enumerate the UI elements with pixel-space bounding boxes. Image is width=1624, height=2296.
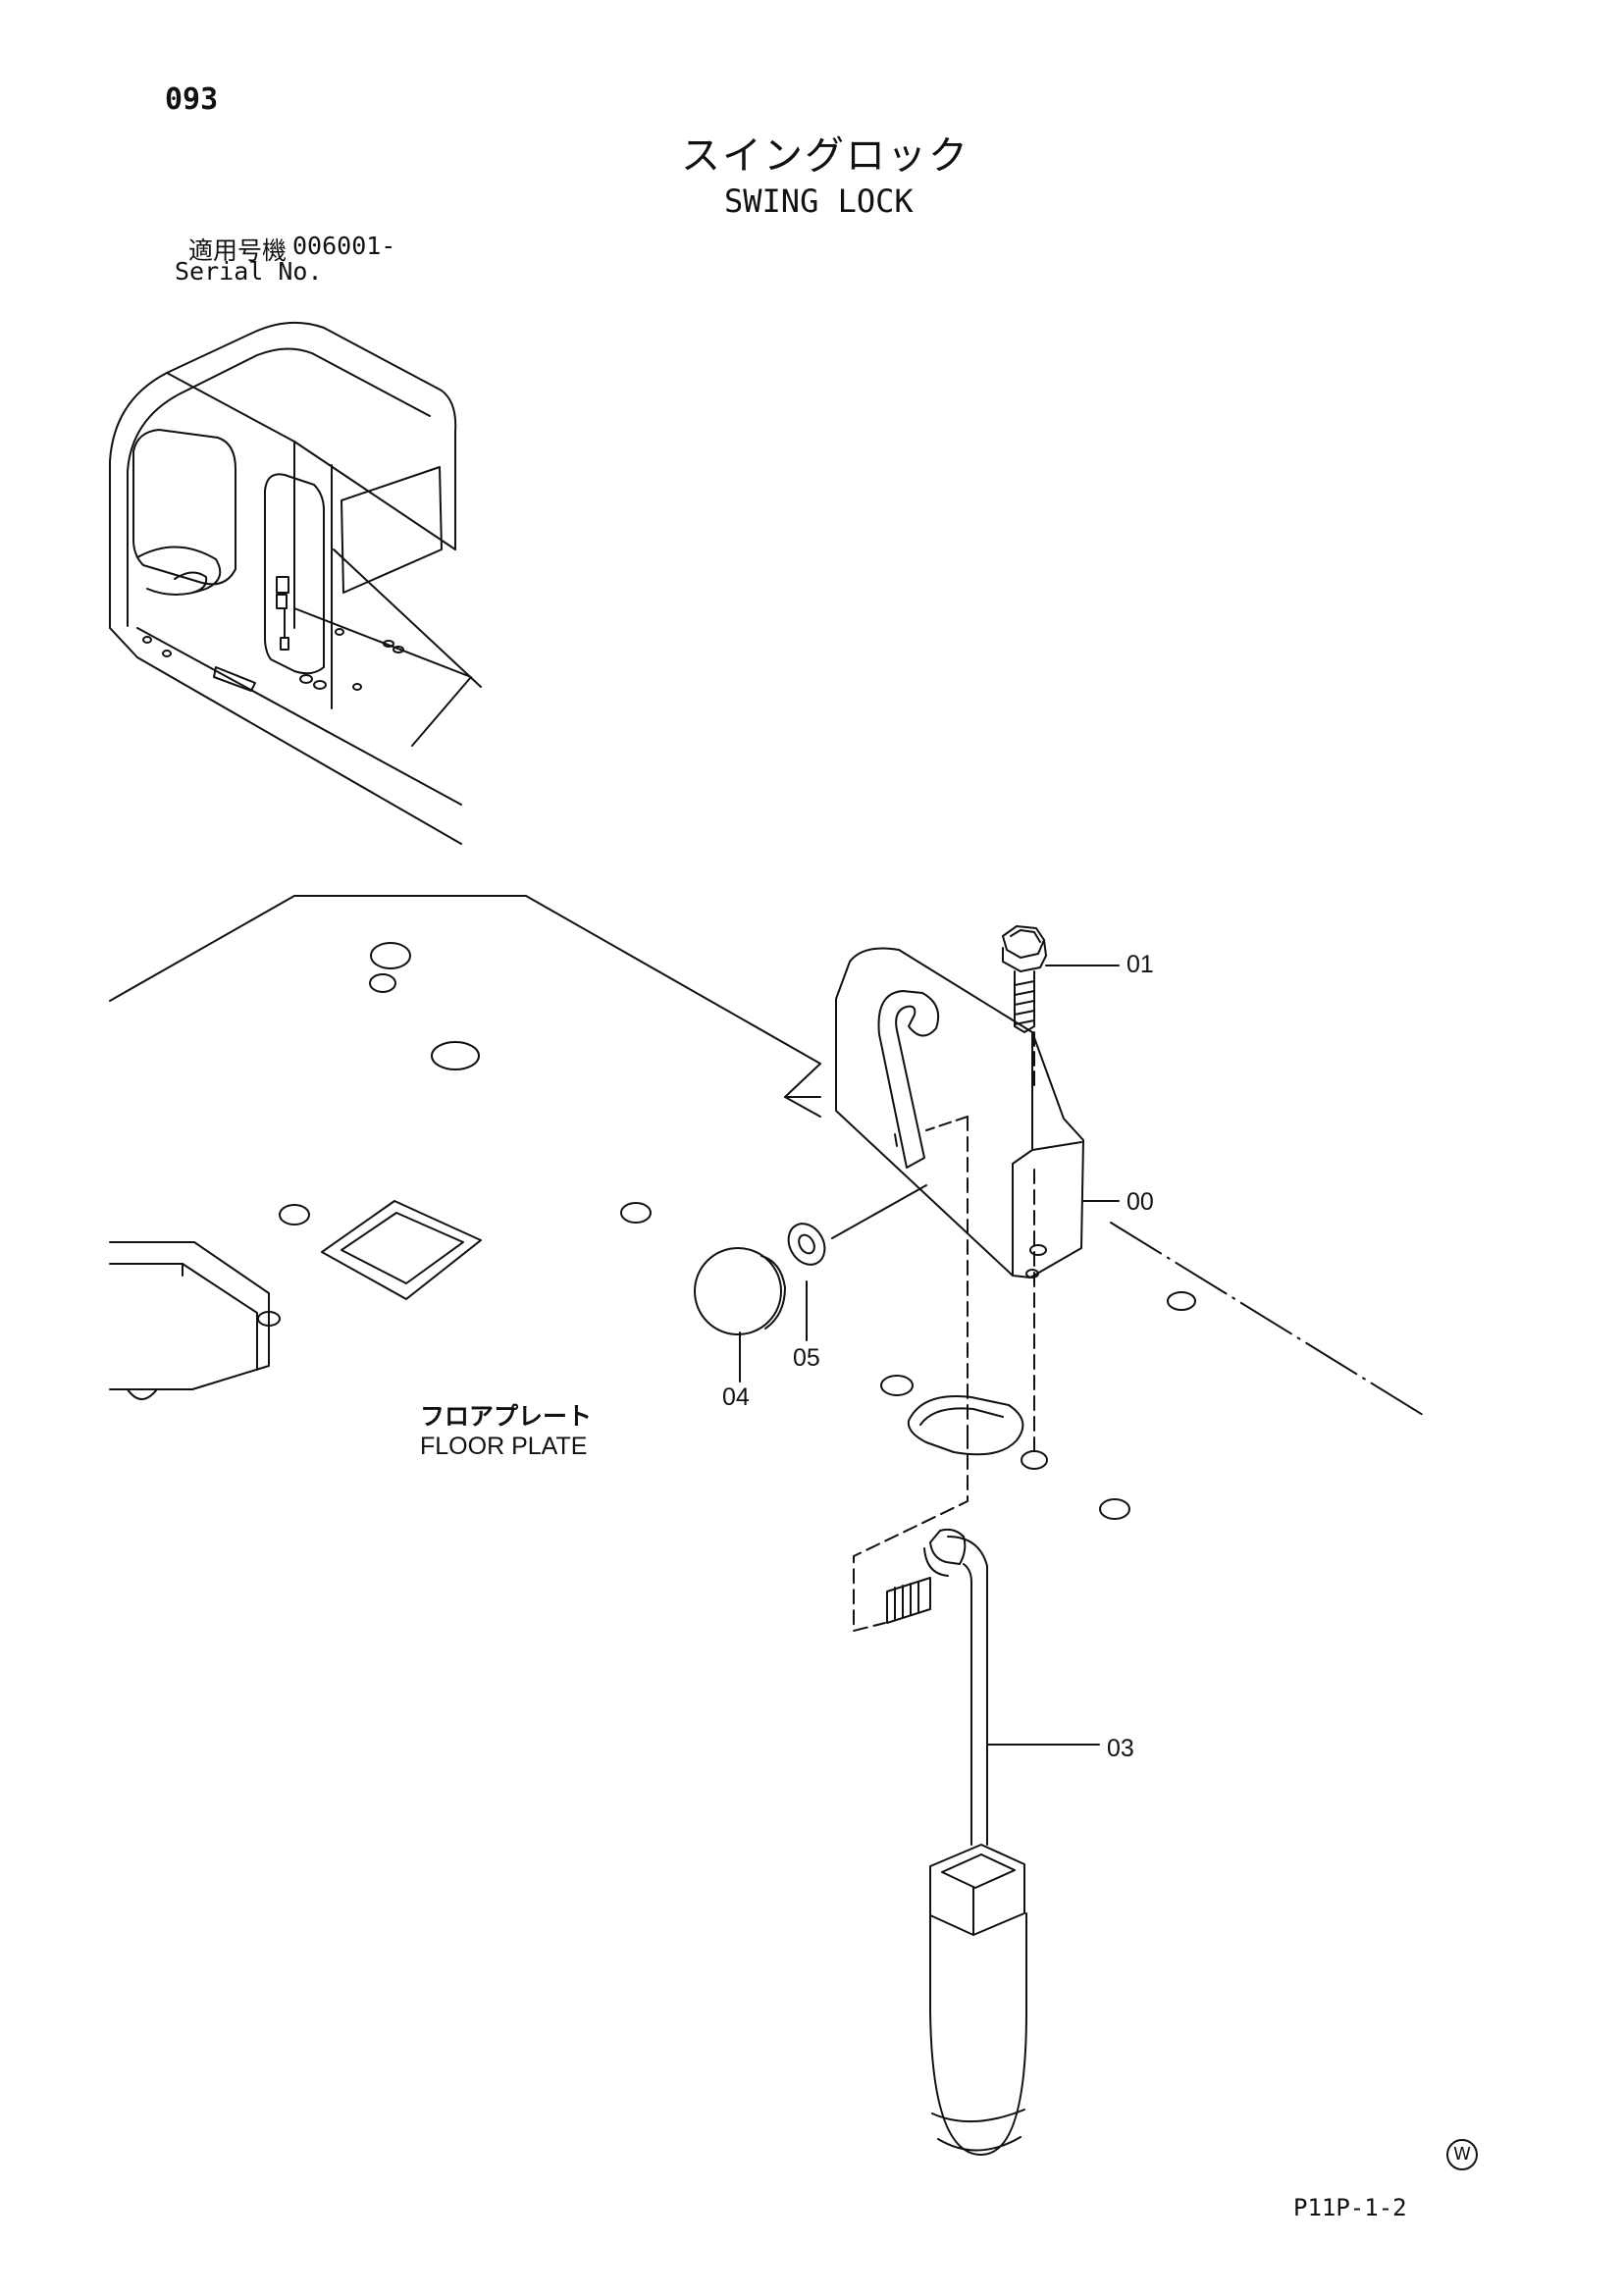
floor-plate-label-english: FLOOR PLATE	[420, 1433, 588, 1460]
serial-label-english: Serial No.	[175, 257, 323, 286]
callout-01: 01	[1126, 951, 1154, 978]
bolt-part-01	[1003, 926, 1119, 1091]
lock-lever-part-03	[887, 1530, 1026, 2155]
w-mark-icon: W	[1446, 2139, 1478, 2170]
page-number: 093	[165, 82, 219, 117]
page-code: P11P-1-2	[1293, 2194, 1407, 2221]
title-english: SWING LOCK	[724, 183, 914, 220]
washer-part-05	[781, 1217, 831, 1271]
bracket-part-00	[836, 949, 1083, 1278]
callout-00: 00	[1126, 1188, 1154, 1216]
serial-value: 006001-	[292, 232, 396, 260]
serial-label-japanese: 適用号機	[188, 236, 288, 265]
floor-plate	[110, 896, 1423, 1519]
floor-plate-label-japanese: フロアプレート	[420, 1402, 593, 1431]
callout-03: 03	[1107, 1735, 1134, 1762]
callout-04: 04	[722, 1383, 750, 1411]
knob-part-04	[695, 1248, 785, 1334]
callout-05: 05	[793, 1344, 820, 1372]
cab-overview-illustration	[110, 323, 481, 844]
alignment-lines	[854, 1117, 1034, 1631]
title-japanese: スイングロック	[681, 133, 969, 179]
leader-lines	[740, 1117, 1119, 1745]
